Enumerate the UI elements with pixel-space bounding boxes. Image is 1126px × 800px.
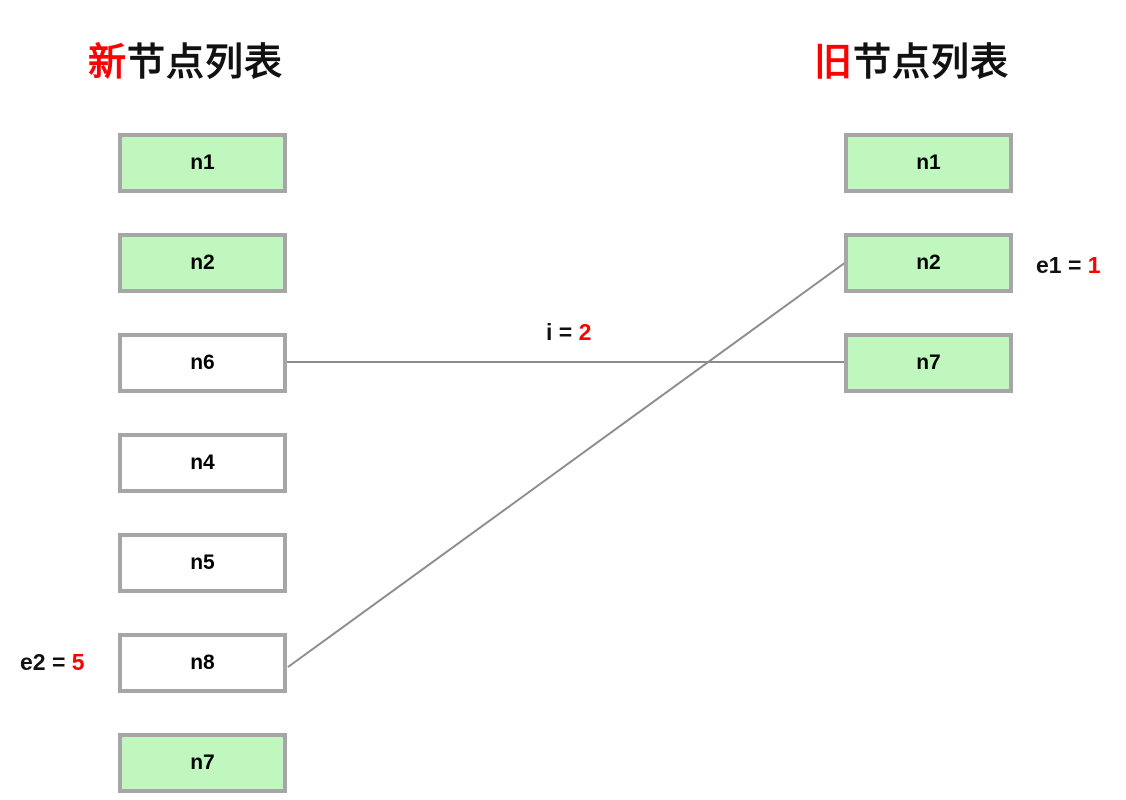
pointer-e2-prefix: e2 = bbox=[20, 649, 72, 675]
pointer-e1-value: 1 bbox=[1087, 252, 1101, 278]
new-node-n2[interactable]: n2 bbox=[118, 233, 287, 293]
new-node-n7[interactable]: n7 bbox=[118, 733, 287, 793]
node-label: n6 bbox=[190, 351, 215, 374]
old-list-title: 旧节点列表 bbox=[814, 44, 1009, 82]
node-label: n1 bbox=[916, 151, 941, 174]
node-label: n2 bbox=[190, 251, 215, 274]
pointer-i-label: i = 2 bbox=[540, 318, 598, 348]
pointer-i-prefix: i = bbox=[546, 319, 579, 345]
new-node-n8[interactable]: n8 bbox=[118, 633, 287, 693]
pointer-e2-label: e2 = 5 bbox=[14, 648, 91, 678]
pointer-e1-prefix: e1 = bbox=[1036, 252, 1088, 278]
new-node-n5[interactable]: n5 bbox=[118, 533, 287, 593]
new-list-title: 新节点列表 bbox=[88, 44, 283, 82]
old-node-n7[interactable]: n7 bbox=[844, 333, 1013, 393]
link-n8-to-n2 bbox=[287, 261, 847, 668]
node-label: n4 bbox=[190, 451, 215, 474]
node-label: n7 bbox=[916, 351, 941, 374]
new-list-title-rest: 节点列表 bbox=[127, 42, 284, 84]
node-label: n1 bbox=[190, 151, 215, 174]
node-label: n7 bbox=[190, 751, 215, 774]
old-list-title-accent: 旧 bbox=[814, 42, 854, 84]
pointer-i-value: 2 bbox=[578, 319, 592, 345]
pointer-e2-value: 5 bbox=[71, 649, 85, 675]
node-label: n8 bbox=[190, 651, 215, 674]
new-node-n1[interactable]: n1 bbox=[118, 133, 287, 193]
new-node-n6[interactable]: n6 bbox=[118, 333, 287, 393]
pointer-e1-label: e1 = 1 bbox=[1030, 251, 1107, 281]
old-list-title-rest: 节点列表 bbox=[853, 42, 1010, 84]
old-node-n2[interactable]: n2 bbox=[844, 233, 1013, 293]
new-list-title-accent: 新 bbox=[88, 42, 128, 84]
node-label: n5 bbox=[190, 551, 215, 574]
node-label: n2 bbox=[916, 251, 941, 274]
new-node-n4[interactable]: n4 bbox=[118, 433, 287, 493]
old-node-n1[interactable]: n1 bbox=[844, 133, 1013, 193]
